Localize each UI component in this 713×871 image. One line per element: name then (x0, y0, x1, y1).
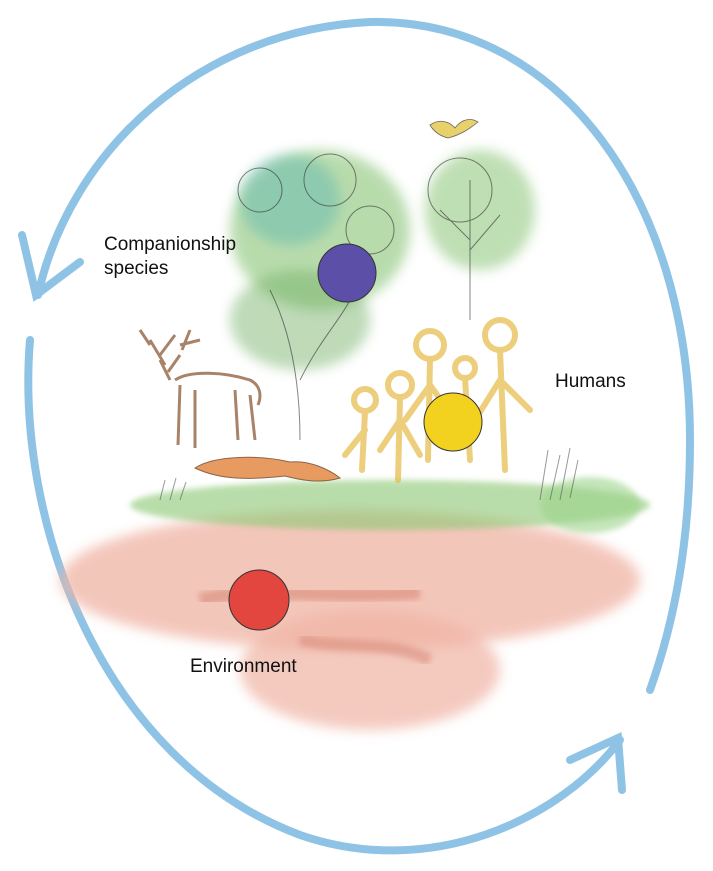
grass-icon (130, 448, 650, 533)
companionship-label-line2: species (104, 257, 294, 281)
companionship-label-line1: Companionship (104, 233, 294, 257)
companionship-species-label: Companionship species (104, 233, 294, 281)
environment-label: Environment (190, 655, 297, 679)
humans-node (424, 393, 482, 451)
environment-node (229, 570, 289, 630)
soil-icon (60, 510, 640, 730)
fox-icon (195, 457, 340, 481)
humans-label: Humans (555, 370, 626, 394)
bird-icon (430, 120, 478, 138)
companionship-species-node (318, 244, 376, 302)
